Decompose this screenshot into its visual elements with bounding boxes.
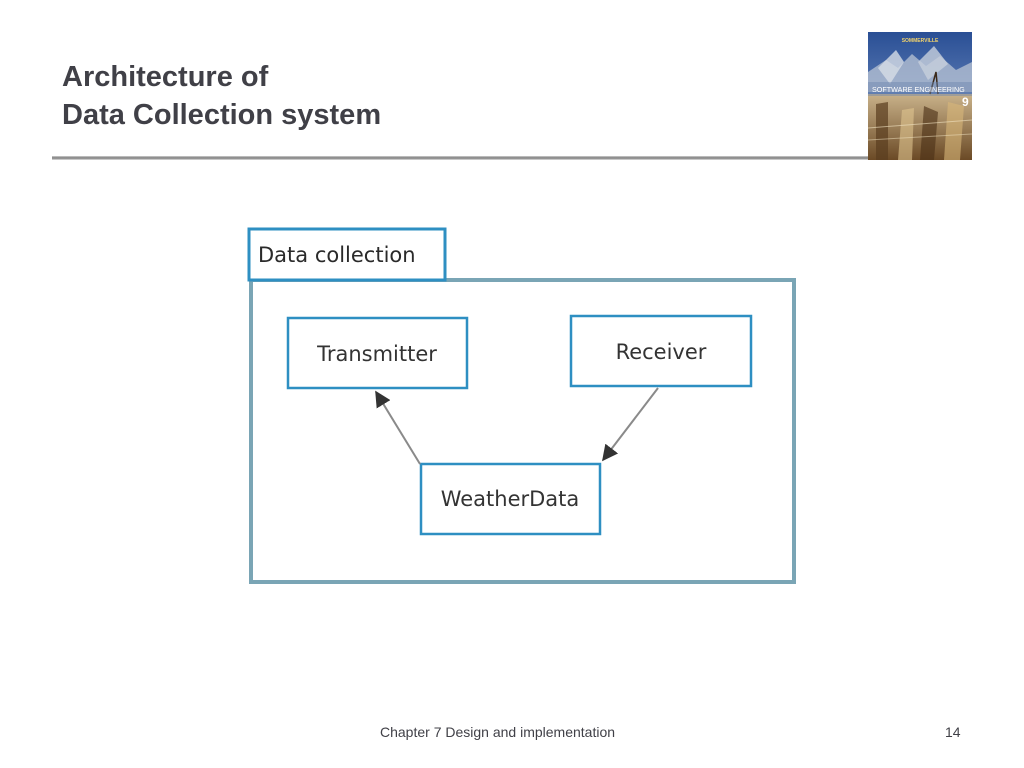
transmitter-label: Transmitter (316, 342, 437, 366)
book-cover-image: SOMMERVILLE SOFTWARE ENGINEERING 9 (868, 32, 972, 160)
page-number: 14 (945, 724, 961, 740)
slide-title: Architecture of Data Collection system (62, 58, 381, 134)
receiver-label: Receiver (616, 340, 707, 364)
arrow-weatherdata-to-transmitter (375, 390, 421, 465)
weatherdata-box (419, 462, 602, 536)
package-body (249, 278, 796, 584)
footer-chapter: Chapter 7 Design and implementation (380, 724, 616, 740)
package-tab (247, 227, 447, 282)
slide-title-line2: Data Collection system (62, 99, 382, 131)
arrow-receiver-to-weatherdata (602, 387, 659, 462)
transmitter-box (286, 316, 469, 390)
book-cover-art: SOMMERVILLE SOFTWARE ENGINEERING 9 (868, 32, 972, 160)
weatherdata-label: WeatherData (441, 487, 580, 511)
component-weatherdata: WeatherData (419, 462, 602, 536)
package-data-collection: Data collection (247, 227, 796, 584)
title-underline (52, 156, 869, 160)
component-transmitter: Transmitter (286, 316, 469, 390)
slide-title-line1: Architecture of (62, 61, 269, 93)
package-label: Data collection (258, 243, 416, 267)
component-receiver: Receiver (569, 314, 753, 388)
book-cover-author: SOMMERVILLE (902, 38, 939, 44)
receiver-box (569, 314, 753, 388)
book-cover-edition: 9 (962, 95, 969, 109)
book-cover-title: SOFTWARE ENGINEERING (872, 85, 965, 94)
